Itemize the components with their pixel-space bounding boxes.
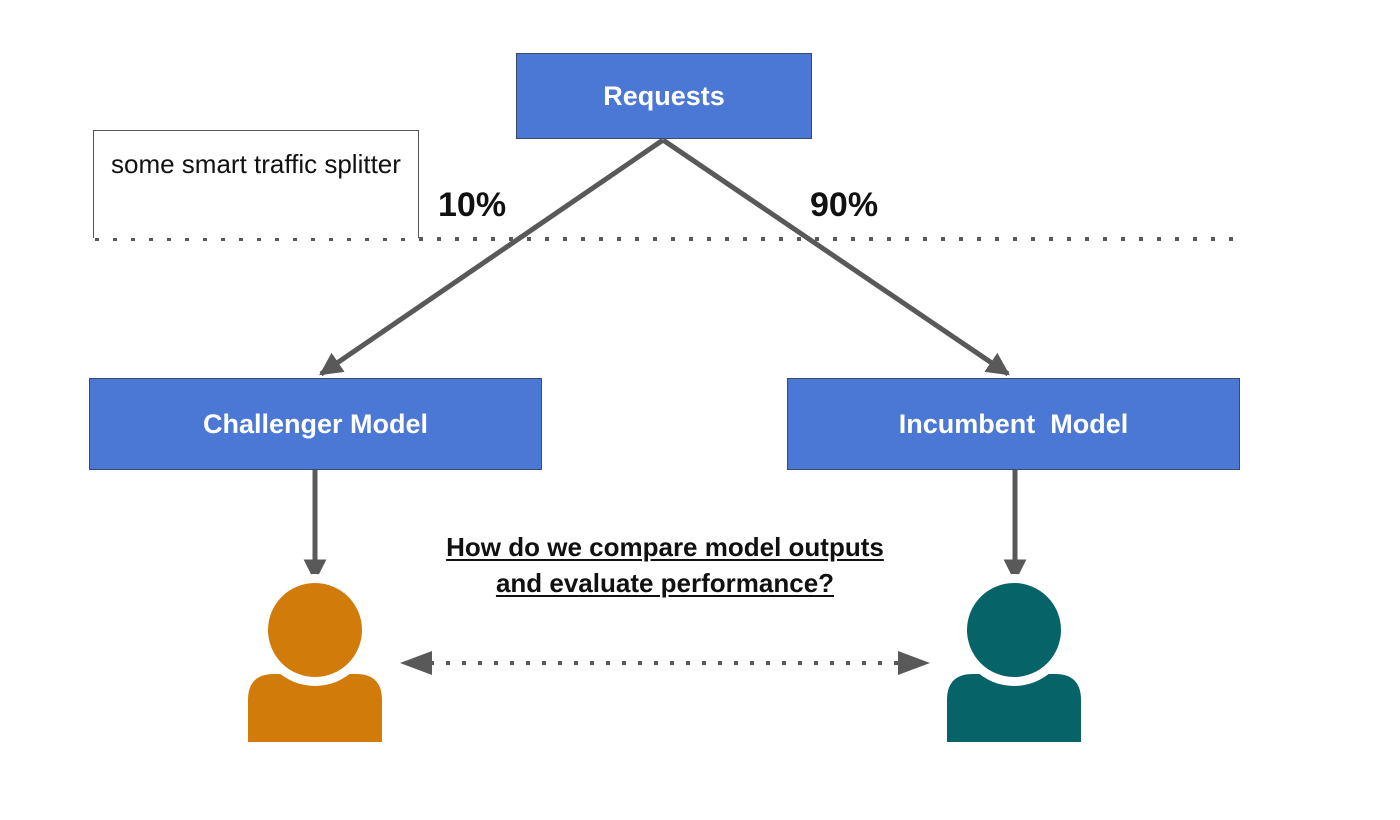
comparison-question: How do we compare model outputs and eval… [446,532,884,598]
person-body [947,674,1081,742]
requests-node: Requests [516,53,812,139]
split-left-percent: 10% [438,186,507,224]
person-icon [947,574,1081,742]
split-right-percent: 90% [810,186,879,224]
challenger-model-label: Challenger Model [202,408,429,439]
person-head [967,583,1061,677]
arrow-to-incumbent [661,137,1010,377]
challenger-model-node: Challenger Model [89,378,542,470]
person-body [248,674,382,742]
incumbent-model-node: Incumbent Model [787,378,1240,470]
compare-arrowhead-right [898,651,930,675]
person-head [268,583,362,677]
compare-arrowhead-left [400,651,432,675]
traffic-splitter-note: some smart traffic splitter [93,130,419,238]
incumbent-model-label: Incumbent Model [898,408,1129,439]
arrow-to-challenger [319,137,665,377]
requests-label: Requests [603,80,725,111]
person-icon [248,574,382,742]
